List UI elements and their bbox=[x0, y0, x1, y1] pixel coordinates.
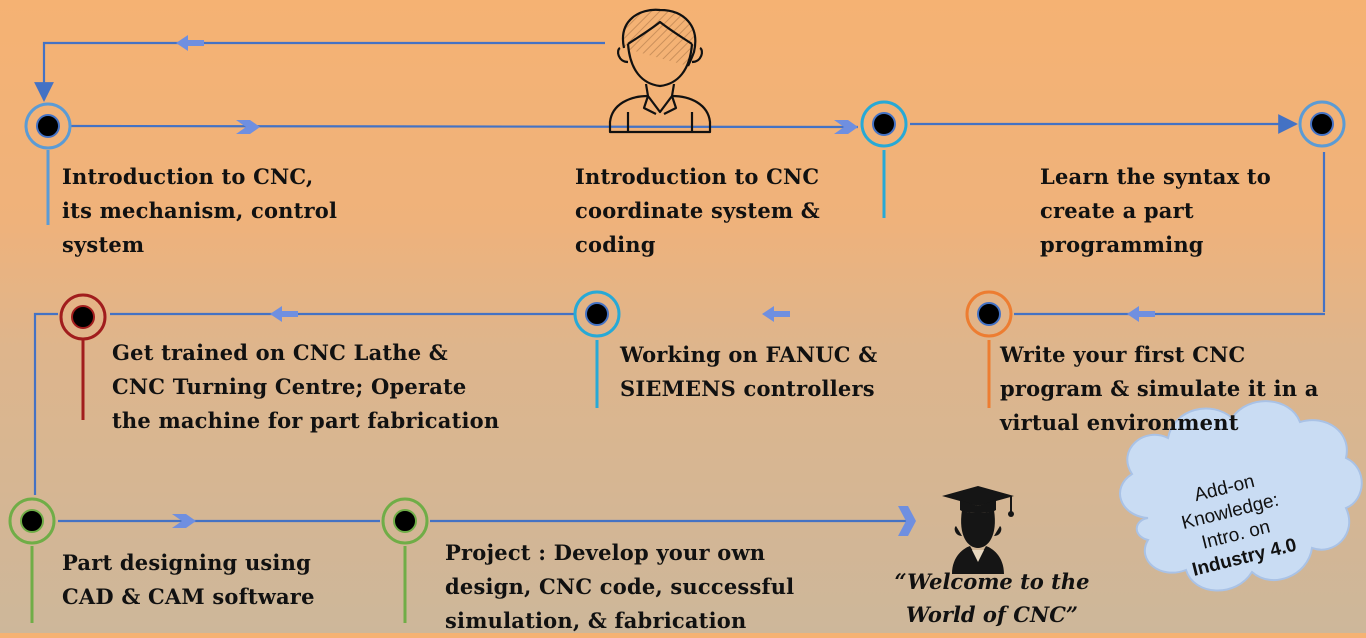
graduate-icon bbox=[942, 486, 1014, 574]
step-label-coord: Introduction to CNC coordinate system & … bbox=[575, 164, 820, 257]
step-label-first-program: Write your first CNC program & simulate … bbox=[1000, 342, 1319, 435]
node-intro bbox=[24, 102, 72, 225]
node-coord bbox=[860, 100, 908, 218]
addon-cloud: Add-on Knowledge: Intro. on Industry 4.0 bbox=[1119, 400, 1363, 592]
connector-lathe-cad bbox=[33, 312, 58, 495]
node-syntax bbox=[1298, 100, 1346, 148]
chevrons bbox=[172, 35, 1155, 536]
chevron-right-icon bbox=[834, 120, 858, 134]
connector-start bbox=[34, 41, 605, 102]
welcome-text: “Welcome to the World of CNC” bbox=[894, 569, 1090, 627]
node-first-program bbox=[965, 290, 1013, 408]
chevron-right-icon bbox=[236, 120, 260, 134]
node-lathe bbox=[59, 293, 107, 420]
chevron-left-icon bbox=[762, 306, 790, 322]
addon-text: Add-on Knowledge: Intro. on Industry 4.0 bbox=[1173, 465, 1299, 581]
step-label-cad-cam: Part designing using CAD & CAM software bbox=[62, 550, 315, 609]
chevron-right-icon bbox=[172, 514, 196, 528]
step-label-lathe: Get trained on CNC Lathe & CNC Turning C… bbox=[112, 340, 500, 433]
chevron-left-icon bbox=[1127, 306, 1155, 322]
chevron-right-icon bbox=[898, 506, 916, 536]
node-project bbox=[381, 497, 429, 623]
project-keyword: Project bbox=[445, 540, 531, 565]
node-cad-cam bbox=[8, 497, 56, 623]
step-label-controllers: Working on FANUC & SIEMENS controllers bbox=[620, 342, 878, 401]
student-icon bbox=[608, 8, 712, 134]
step-label-intro: Introduction to CNC, its mechanism, cont… bbox=[62, 164, 338, 257]
connector-lines bbox=[33, 41, 1326, 523]
chevron-left-icon bbox=[176, 35, 204, 51]
connector-intro-coord bbox=[69, 124, 859, 129]
node-controllers bbox=[573, 290, 621, 408]
step-label-syntax: Learn the syntax to create a part progra… bbox=[1040, 164, 1271, 257]
step-label-project: Project : Develop your own design, CNC c… bbox=[445, 540, 795, 633]
chevron-left-icon bbox=[270, 306, 298, 322]
